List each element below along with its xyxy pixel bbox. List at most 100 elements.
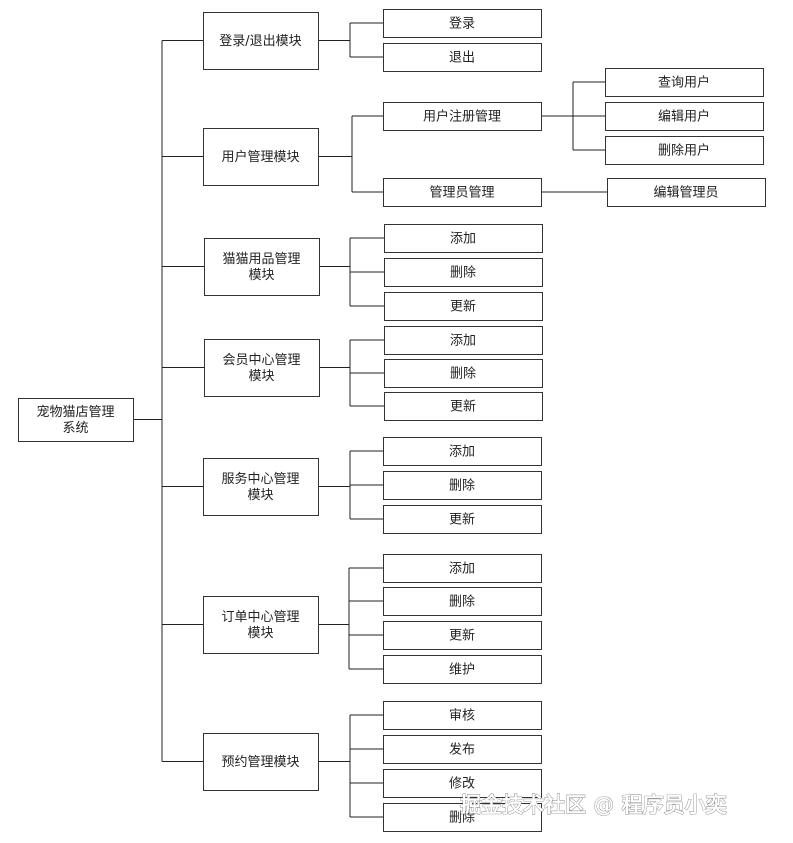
node-label: 模块 — [248, 268, 274, 283]
node-label: 修改 — [449, 777, 475, 792]
node-label: 添加 — [450, 232, 476, 247]
node-label: 用户管理模块 — [221, 149, 299, 165]
node-m6c4: 维护 — [383, 655, 542, 684]
node-box — [383, 735, 542, 764]
node-label: 系统 — [62, 421, 88, 436]
node-box — [605, 102, 764, 131]
node-m1c1: 登录 — [383, 9, 542, 38]
node-box — [18, 398, 134, 442]
node-label: 更新 — [449, 628, 475, 644]
node-box — [383, 9, 542, 38]
node-label: 管理员管理 — [429, 186, 494, 201]
node-label: 服务中心管理 — [221, 471, 299, 487]
node-label: 发布 — [449, 742, 475, 758]
node-label: 删除用户 — [658, 143, 710, 159]
node-label: 删除 — [449, 811, 475, 826]
node-box — [383, 701, 542, 730]
node-label: 删除 — [449, 595, 475, 610]
node-m4c1: 添加 — [384, 326, 543, 355]
node-label: 模块 — [247, 626, 273, 641]
node-box — [383, 587, 542, 616]
node-box — [383, 621, 542, 650]
node-m3c1: 添加 — [384, 224, 543, 253]
node-m2: 用户管理模块 — [203, 128, 319, 186]
node-m7c4: 删除 — [383, 803, 542, 832]
watermark-text: 掘金技术社区 @ 程序员小奕 — [460, 793, 727, 817]
node-label: 删除 — [449, 479, 475, 494]
node-label: 订单中心管理 — [221, 610, 299, 625]
node-label: 添加 — [449, 445, 475, 460]
node-m7: 预约管理模块 — [203, 733, 319, 791]
node-box — [384, 359, 543, 388]
node-box — [383, 769, 542, 798]
node-box — [384, 326, 543, 355]
node-box — [607, 178, 766, 207]
node-box — [384, 292, 543, 321]
node-label: 宠物猫店管理 — [36, 404, 114, 420]
node-label: 删除 — [450, 367, 476, 382]
node-box — [605, 136, 764, 165]
node-label: 更新 — [450, 299, 476, 315]
node-m2c1: 用户注册管理 — [383, 102, 542, 131]
node-box — [204, 238, 320, 296]
node-m2c2: 管理员管理 — [383, 178, 542, 207]
node-label: 预约管理模块 — [221, 755, 299, 770]
node-label: 登录/退出模块 — [219, 34, 301, 49]
node-box — [204, 339, 320, 397]
node-m1c2: 退出 — [383, 43, 542, 72]
node-label: 更新 — [450, 399, 476, 415]
node-m7c3: 修改 — [383, 769, 542, 798]
node-box — [383, 554, 542, 583]
node-label: 猫猫用品管理 — [222, 252, 300, 267]
node-box — [383, 102, 542, 131]
node-label: 添加 — [449, 562, 475, 577]
node-box — [383, 471, 542, 500]
node-m1: 登录/退出模块 — [203, 12, 319, 70]
connector-lines — [133, 22, 607, 818]
node-label: 退出 — [449, 51, 475, 66]
node-box — [384, 258, 543, 287]
node-m6c2: 删除 — [383, 587, 542, 616]
node-m5c1: 添加 — [383, 437, 542, 466]
node-m2c1b: 编辑用户 — [605, 102, 764, 131]
node-label: 编辑用户 — [658, 109, 710, 125]
node-box — [383, 437, 542, 466]
node-box — [605, 68, 764, 97]
node-m3c3: 更新 — [384, 292, 543, 321]
node-label: 维护 — [449, 663, 475, 678]
node-m6c1: 添加 — [383, 554, 542, 583]
node-m7c1: 审核 — [383, 701, 542, 730]
node-label: 模块 — [248, 369, 274, 384]
node-box — [383, 43, 542, 72]
node-box — [203, 458, 319, 516]
node-box — [384, 224, 543, 253]
node-label: 登录 — [449, 17, 475, 32]
node-box — [384, 392, 543, 421]
node-box — [383, 655, 542, 684]
node-box — [203, 12, 319, 70]
node-label: 模块 — [247, 488, 273, 503]
node-box — [383, 505, 542, 534]
node-m2c1c: 删除用户 — [605, 136, 764, 165]
node-box — [383, 803, 542, 832]
node-m2c1a: 查询用户 — [605, 68, 764, 97]
node-label: 删除 — [450, 266, 476, 281]
node-box — [383, 178, 542, 207]
node-box — [203, 596, 319, 654]
node-label: 编辑管理员 — [653, 186, 718, 201]
node-m4c3: 更新 — [384, 392, 543, 421]
node-box — [203, 733, 319, 791]
node-m4c2: 删除 — [384, 359, 543, 388]
node-label: 用户注册管理 — [423, 109, 501, 125]
node-m6c3: 更新 — [383, 621, 542, 650]
node-m5c2: 删除 — [383, 471, 542, 500]
node-label: 会员中心管理 — [222, 353, 300, 368]
node-m7c2: 发布 — [383, 735, 542, 764]
node-label: 更新 — [449, 512, 475, 528]
